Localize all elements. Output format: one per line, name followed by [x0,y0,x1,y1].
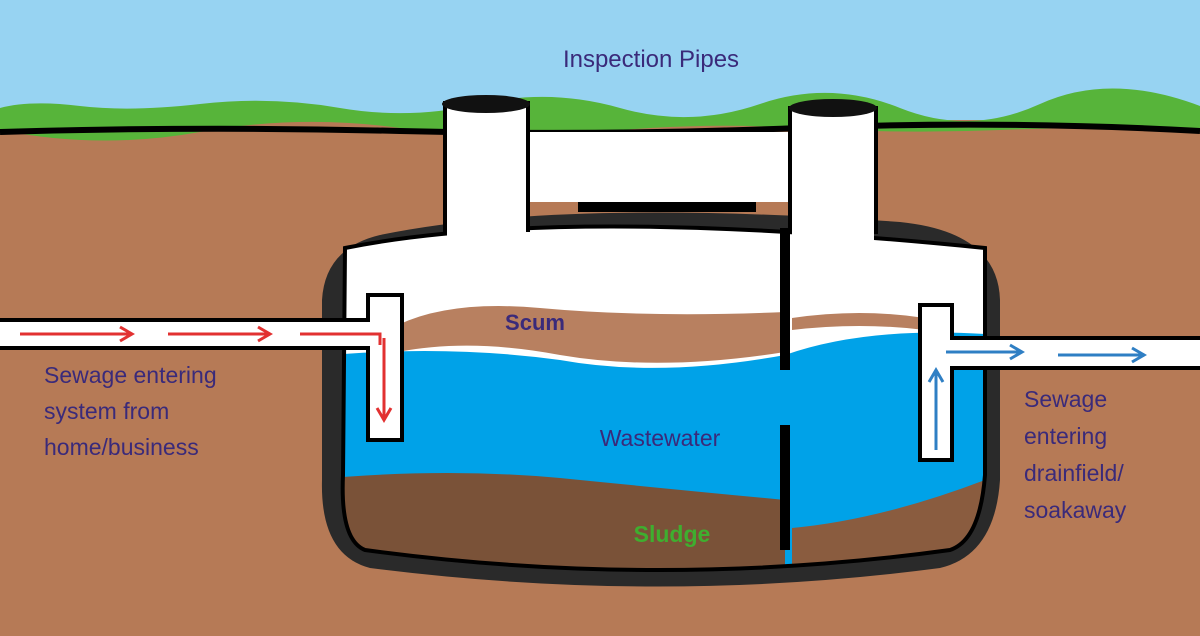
inspection-pipe-left [442,95,530,232]
outlet-label-line-4: soakaway [1024,497,1127,523]
tank-inner-outline [340,224,987,572]
inlet-flow-arrows [20,325,393,423]
inspection-pipe-right [788,99,878,234]
baffle-wall-upper [780,228,790,370]
tank-top [525,132,793,202]
inlet-label-line-2: system from [44,398,169,424]
scum-label: Scum [505,310,565,335]
sludge-label: Sludge [634,521,711,547]
scum-layer-right [792,313,925,330]
tank-interior [342,226,985,570]
inspection-pipes-label: Inspection Pipes [563,46,739,73]
inlet-label: Sewage entering system from home/busines… [44,362,217,460]
sludge-layer-right [792,480,985,570]
inlet-label-line-3: home/business [44,434,199,460]
outlet-label-line-1: Sewage [1024,386,1107,412]
outlet-label: Sewage entering drainfield/ soakaway [1024,386,1127,523]
inlet-label-line-1: Sewage entering [44,362,217,388]
outlet-label-line-2: entering [1024,423,1107,449]
scum-layer [398,306,785,363]
outlet-flow-arrows [927,343,1147,450]
wastewater-label: Wastewater [600,425,721,451]
baffle-wall-lower [780,425,790,550]
outlet-label-line-3: drainfield/ [1024,460,1124,486]
